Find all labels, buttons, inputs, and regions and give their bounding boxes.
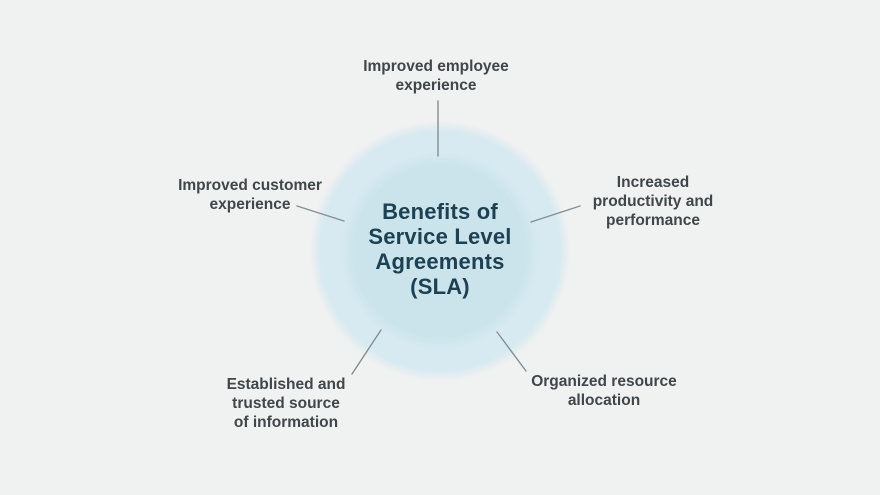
label-improved-employee-experience: Improved employee experience bbox=[363, 58, 509, 94]
label-increased-productivity-performance: Increased productivity and performance bbox=[592, 174, 714, 229]
diagram-title: Benefits of Service Level Agreements (SL… bbox=[368, 199, 512, 299]
label-organized-resource-allocation: Organized resource allocation bbox=[531, 373, 677, 409]
label-improved-customer-experience: Improved customer experience bbox=[178, 177, 322, 213]
label-established-trusted-source: Established and trusted source of inform… bbox=[226, 376, 346, 431]
